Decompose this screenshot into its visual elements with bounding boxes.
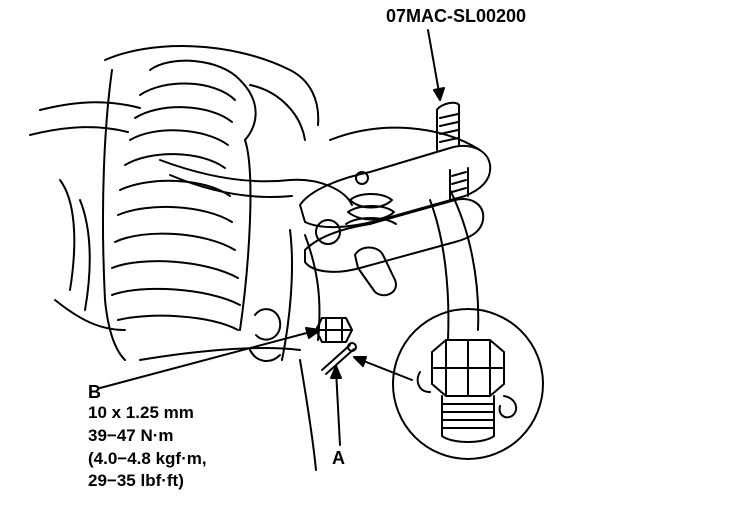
spec-torque-nm: 39−47 N·m [88, 426, 174, 445]
b-leader-line [99, 329, 319, 389]
tool-leader-line [427, 29, 441, 99]
callout-b-label: B [88, 382, 101, 402]
spec-bolt-size: 10 x 1.25 mm [88, 403, 194, 422]
castle-nut [315, 317, 353, 343]
a-leader-line [335, 369, 341, 446]
spec-torque-lbfft: 29−35 lbf·ft) [88, 471, 184, 490]
a-leader-arrowhead [330, 365, 342, 379]
detail-leader-arrowhead [353, 356, 367, 367]
spec-torque-kgfm: (4.0−4.8 kgf·m, [88, 449, 207, 468]
drive-shaft [29, 101, 141, 311]
ball-joint-remover-tool [299, 101, 492, 297]
detail-circle [392, 308, 544, 460]
cotter-pin [321, 342, 357, 375]
b-leader-arrowhead [305, 327, 321, 339]
leader-lines [99, 29, 445, 446]
detail-inset [392, 308, 544, 460]
tool-number-label: 07MAC-SL00200 [386, 6, 527, 26]
tool-leader-arrowhead [433, 87, 445, 101]
cv-joint-boot [101, 59, 257, 361]
callout-a-label: A [332, 448, 345, 468]
knuckle-body [54, 45, 481, 471]
